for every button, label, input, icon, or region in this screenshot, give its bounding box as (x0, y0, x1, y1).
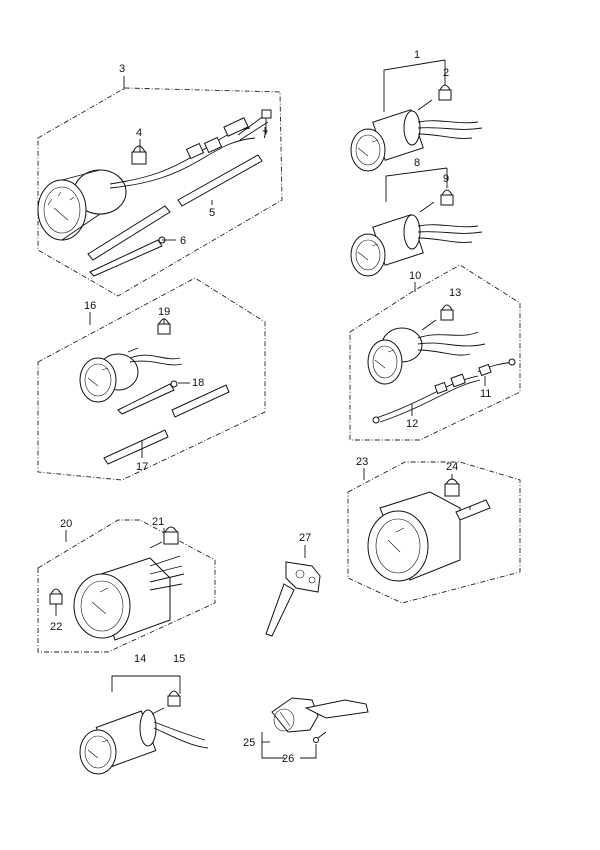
lever-27 (265, 545, 321, 637)
terminal-7 (261, 109, 272, 134)
callout-25: 25 (243, 737, 255, 749)
bulb-15 (167, 690, 181, 707)
callout-1: 1 (414, 49, 420, 61)
callout-26: 26 (282, 753, 294, 765)
bulb-2 (438, 84, 452, 101)
group-14-gauge (79, 675, 209, 775)
bulb-13 (440, 304, 454, 321)
bulb-21 (163, 526, 179, 545)
harness-12 (372, 373, 481, 424)
callout-14: 14 (134, 653, 146, 665)
callout-20: 20 (60, 518, 72, 530)
callout-24: 24 (446, 461, 458, 473)
callout-17: 17 (136, 461, 148, 473)
group-3-tachometer-kit (37, 76, 283, 297)
callout-27: 27 (299, 532, 311, 544)
callout-19: 19 (158, 306, 170, 318)
callout-18: 18 (192, 377, 204, 389)
callout-4: 4 (136, 127, 142, 139)
sensor-6 (89, 236, 166, 277)
lever-25 (271, 697, 369, 733)
group-10-gauge-kit (349, 264, 521, 441)
callout-13: 13 (449, 287, 461, 299)
cable-17 (103, 384, 230, 465)
callout-22: 22 (50, 621, 62, 633)
bulb-24 (444, 478, 460, 497)
callout-8: 8 (414, 157, 420, 169)
group-20-gauge-kit (37, 519, 216, 653)
callout-23: 23 (356, 456, 368, 468)
callout-2: 2 (443, 67, 449, 79)
callout-16: 16 (84, 300, 96, 312)
sensor-18 (117, 380, 178, 415)
bulb-9 (440, 189, 454, 206)
cable-5 (87, 154, 263, 261)
screw-26 (313, 731, 327, 743)
callout-12: 12 (406, 418, 418, 430)
callout-7: 7 (262, 129, 268, 141)
group-16-tachometer-kit (37, 277, 266, 481)
callout-21: 21 (152, 516, 164, 528)
gauge-3 (37, 169, 127, 241)
bulb-4 (131, 145, 147, 165)
callout-9: 9 (443, 173, 449, 185)
callout-3: 3 (119, 63, 125, 75)
callout-5: 5 (209, 207, 215, 219)
callout-15: 15 (173, 653, 185, 665)
group-8-gauge (350, 167, 483, 277)
callout-10: 10 (409, 270, 421, 282)
bulb-22 (49, 588, 63, 605)
harness-11 (477, 358, 516, 377)
group-23-gauge-kit (347, 461, 521, 604)
group-1-gauge (350, 59, 483, 172)
callout-11: 11 (480, 388, 491, 400)
callout-6: 6 (180, 235, 186, 247)
